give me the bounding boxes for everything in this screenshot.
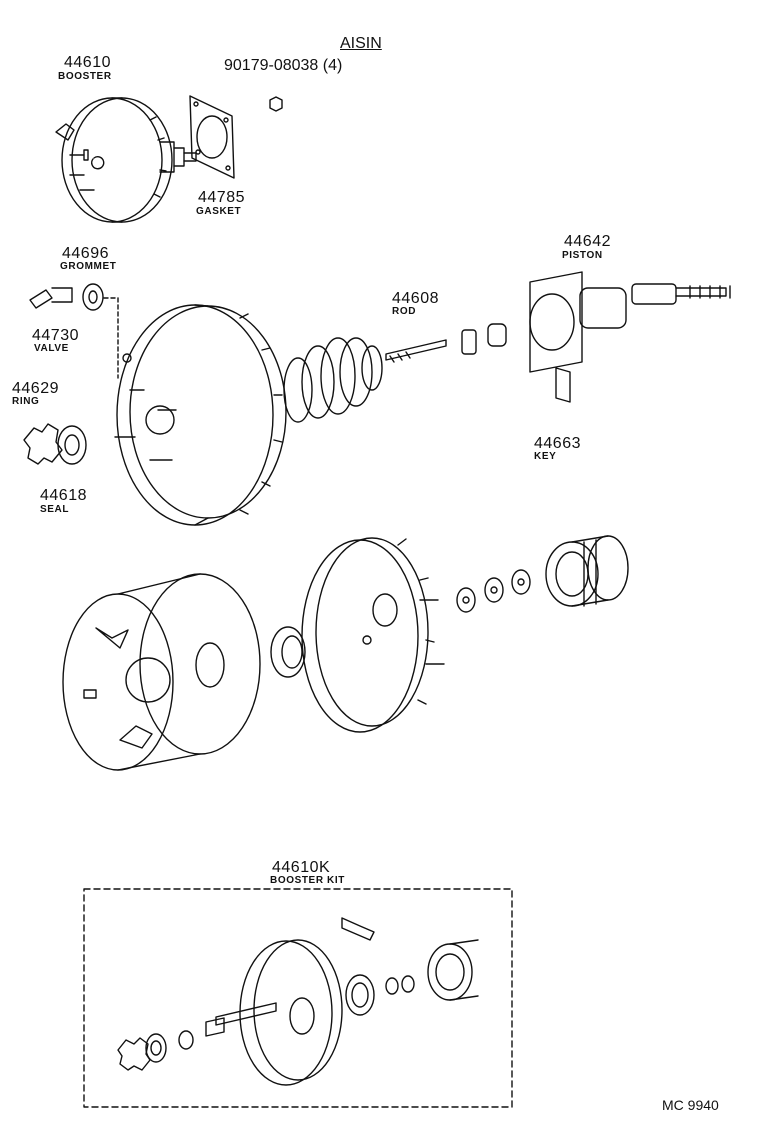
key-part-name: KEY: [534, 451, 557, 462]
maker-label: AISIN: [340, 35, 382, 52]
seal-part-name: SEAL: [40, 504, 70, 515]
rod-drawing: [385, 323, 507, 363]
booster-assembly-drawing: [55, 96, 283, 223]
piston-part-name: PISTON: [562, 250, 603, 261]
booster-shell-drawing: [103, 297, 287, 526]
gasket-drawing: [189, 95, 235, 179]
rod-part-number: 44608: [392, 290, 439, 307]
key-part-number: 44663: [534, 435, 581, 452]
valve-part-name: VALVE: [34, 343, 69, 354]
seal-part-number: 44618: [40, 487, 87, 504]
rear-shell-drawing: [301, 537, 445, 733]
booster-kit-box: [83, 888, 513, 1108]
nut-part-number: 90179-08038 (4): [224, 57, 343, 74]
grommet-part-name: GROMMET: [60, 261, 117, 272]
gasket-part-number: 44785: [198, 189, 245, 206]
booster-part-name: BOOSTER: [58, 71, 112, 82]
booster-kit-drawing: [117, 917, 479, 1086]
ring-part-number: 44629: [12, 380, 59, 397]
gasket-part-name: GASKET: [196, 206, 242, 217]
ring-seal-drawing: [23, 423, 87, 465]
boot-drawing: [545, 535, 629, 607]
kit-part-name: BOOSTER KIT: [270, 875, 345, 886]
spring-drawing: [283, 337, 383, 423]
front-shell-drawing: [62, 573, 261, 771]
rod-part-name: ROD: [392, 306, 417, 317]
piston-drawing: [529, 271, 731, 403]
washers-drawing: [456, 569, 531, 613]
kit-part-number: 44610K: [272, 859, 331, 876]
ring-part-name: RING: [12, 396, 40, 407]
seal-ring-drawing: [270, 626, 306, 678]
valve-grommet-drawing: [29, 283, 104, 311]
valve-part-number: 44730: [32, 327, 79, 344]
grommet-part-number: 44696: [62, 245, 109, 262]
piston-part-number: 44642: [564, 233, 611, 250]
diagram-code: MC 9940: [662, 1097, 719, 1113]
booster-part-number: 44610: [64, 54, 111, 71]
